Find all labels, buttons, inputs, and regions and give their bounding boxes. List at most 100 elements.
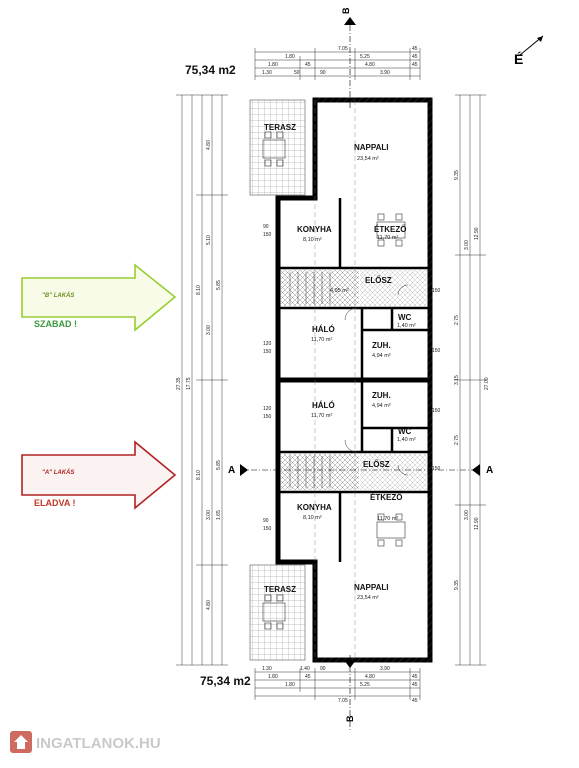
room-etkezo-bottom: ÉTKEZŐ xyxy=(370,493,402,502)
section-b-top: B xyxy=(341,7,356,108)
dim-right-seg-1: 12.90 xyxy=(474,227,480,240)
dim-right-seg-8: 9.35 xyxy=(454,580,460,590)
room-etkezo-top: ÉTKEZŐ xyxy=(374,225,406,234)
dim-top-r2-1: 45 xyxy=(305,62,311,68)
dim-top-total: 7.05 xyxy=(338,46,348,52)
svg-text:90: 90 xyxy=(263,518,269,524)
room-nappali-top-area: 23,54 m² xyxy=(357,156,379,162)
room-wc-bottom-area: 1,40 m² xyxy=(397,437,416,443)
svg-text:120: 120 xyxy=(263,341,272,347)
svg-text:150: 150 xyxy=(432,466,441,472)
section-a-right-label: A xyxy=(486,465,493,476)
dim-left-sub-4: 1.65 xyxy=(216,510,222,520)
dim-top-r1-2: 45 xyxy=(412,54,418,60)
dim-bot-r3-1: 5.25 xyxy=(360,682,370,688)
north-arrow: É xyxy=(514,35,544,67)
room-etkezo-bottom-area: 11,70 m² xyxy=(377,516,398,522)
svg-text:150: 150 xyxy=(263,414,272,420)
dim-right-seg-2: 3.00 xyxy=(464,240,470,250)
dim-left-outer: 27.35 xyxy=(176,377,182,390)
dim-top-total-right: 45 xyxy=(412,46,418,52)
dim-left-inner: 17.75 xyxy=(186,377,192,390)
room-zuh-bottom-area: 4,94 m² xyxy=(372,403,391,409)
svg-text:150: 150 xyxy=(432,288,441,294)
dim-top-r1-0: 1.80 xyxy=(285,54,295,60)
dim-top-r2-3: 45 xyxy=(412,62,418,68)
room-wc-top: WC xyxy=(398,313,412,322)
section-b-bottom-label: B xyxy=(345,715,355,722)
dim-left-sub-1: 5.10 xyxy=(206,235,212,245)
section-b-bottom: B xyxy=(344,655,356,730)
dim-bot-total: 7.05 xyxy=(338,698,348,704)
north-label: É xyxy=(514,51,523,67)
room-wc-top-area: 1,40 m² xyxy=(397,323,416,329)
room-konyha-top-area: 8,10 m² xyxy=(303,237,322,243)
room-terasz-top: TERASZ xyxy=(264,123,296,132)
dim-bot-r2-0: 1.80 xyxy=(268,674,278,680)
dim-left-sub-3: 3.00 xyxy=(206,325,212,335)
dim-right-seg-7: 12.90 xyxy=(474,517,480,530)
dim-left-seg-b: 8.10 xyxy=(196,470,202,480)
room-konyha-bottom-area: 8,10 m² xyxy=(303,515,322,521)
dim-top-r3-2: 90 xyxy=(320,70,326,76)
room-halo-bottom: HÁLÓ xyxy=(312,401,335,410)
dim-left-sub-5: 3.00 xyxy=(206,510,212,520)
dim-top-r2-0: 1.80 xyxy=(268,62,278,68)
dim-bot-r2-3: 45 xyxy=(412,674,418,680)
unit-a-label: "A" LAKÁS xyxy=(42,469,74,476)
opening-labels: 90 150 120 150 120 150 90 150 150 150 15… xyxy=(263,224,441,532)
dim-left-sub-0: 4.80 xyxy=(206,140,212,150)
svg-text:150: 150 xyxy=(432,408,441,414)
dim-right-seg-6: 3.00 xyxy=(464,510,470,520)
room-zuh-top: ZUH. xyxy=(372,341,391,350)
room-etkezo-top-area: 11,70 m² xyxy=(377,235,398,241)
room-terasz-bottom: TERASZ xyxy=(264,585,296,594)
dim-bot-r1-1: 1.40 xyxy=(300,666,310,672)
dim-bot-r1-0: 1.30 xyxy=(262,666,272,672)
section-a: A A xyxy=(228,464,493,476)
dim-top-r3-1: 50 xyxy=(294,70,300,76)
watermark-text: INGATLANOK.HU xyxy=(36,735,161,752)
stair-steps xyxy=(289,272,331,488)
unit-b-label: "B" LAKÁS xyxy=(42,292,74,299)
dim-bot-r1-2: 90 xyxy=(320,666,326,672)
stair-top xyxy=(281,270,359,306)
room-zuh-bottom: ZUH. xyxy=(372,391,391,400)
dim-right-seg-4: 3.15 xyxy=(454,375,460,385)
dim-bot-r3-0: 1.80 xyxy=(285,682,295,688)
unit-b-arrow: "B" LAKÁS xyxy=(21,263,177,332)
dim-bot-r2-2: 4.80 xyxy=(365,674,375,680)
top-dimensions xyxy=(254,48,421,80)
svg-text:150: 150 xyxy=(263,526,272,532)
right-dimensions xyxy=(455,94,486,666)
room-nappali-bottom: NAPPALI xyxy=(354,583,389,592)
section-a-left-label: A xyxy=(228,465,235,476)
furniture xyxy=(262,131,406,630)
room-eloter-top: ELŐSZ xyxy=(365,276,392,285)
dim-bot-r1-3: 3.90 xyxy=(380,666,390,672)
room-konyha-bottom: KONYHA xyxy=(297,503,332,512)
area-top: 75,34 m2 xyxy=(185,63,236,77)
terrace-bottom xyxy=(249,564,306,661)
room-halo-top-area: 11,70 m² xyxy=(311,337,332,343)
room-wc-bottom: WC xyxy=(398,427,412,436)
svg-text:120: 120 xyxy=(263,406,272,412)
room-nappali-bottom-area: 23,54 m² xyxy=(357,595,379,601)
dim-left-seg-a: 8.10 xyxy=(196,285,202,295)
svg-text:90: 90 xyxy=(263,224,269,230)
room-konyha-top: KONYHA xyxy=(297,225,332,234)
dim-top-r1-1: 5.25 xyxy=(360,54,370,60)
room-halo-top: HÁLÓ xyxy=(312,325,335,334)
svg-text:150: 150 xyxy=(432,348,441,354)
dim-right-seg-5: 2.75 xyxy=(454,435,460,445)
dim-top-r3-3: 3.90 xyxy=(380,70,390,76)
room-eloter-bottom: ELŐSZ xyxy=(363,460,390,469)
left-dimensions xyxy=(176,94,228,666)
room-halo-bottom-area: 11,70 m² xyxy=(311,413,332,419)
dim-left-sub-2: 5.85 xyxy=(216,280,222,290)
dim-right-seg-0: 9.35 xyxy=(454,170,460,180)
area-bottom: 75,34 m2 xyxy=(200,674,251,688)
room-zuh-top-area: 4,94 m² xyxy=(372,353,391,359)
dim-bot-total-right: 45 xyxy=(412,698,418,704)
